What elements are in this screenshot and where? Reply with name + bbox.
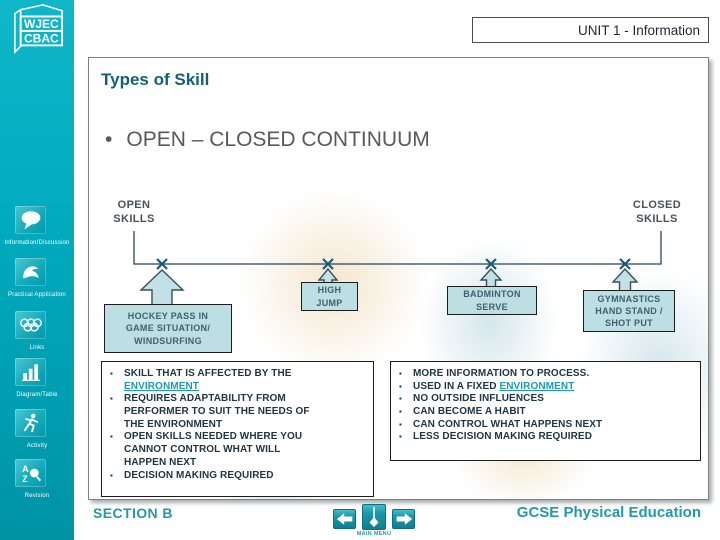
environment-link[interactable]: ENVIRONMENT — [499, 380, 575, 392]
runner-icon — [23, 413, 38, 433]
bullet-text: DECISION MAKING REQUIRED — [124, 469, 274, 481]
svg-text:Z: Z — [22, 474, 28, 484]
environment-link[interactable]: ENVIRONMENT — [124, 380, 199, 392]
bullet-item: ▪ REQUIRES ADAPTABILITY FROM PERFORMER TO… — [110, 393, 367, 431]
open-skills-text-box: ▪ SKILL THAT IS AFFECTED BY THE ENVIRONME… — [101, 361, 374, 497]
bullet-item: ▪ SKILL THAT IS AFFECTED BY THE ENVIRONME… — [110, 368, 367, 393]
sidebar-label-diagram-table: Diagram/Table — [16, 392, 58, 398]
slide-panel: Types of Skill •OPEN – CLOSED CONTINUUM … — [88, 57, 709, 500]
wjec-logo: WJEC CBAC — [14, 4, 64, 54]
bullet-text: MORE INFORMATION TO PROCESS. — [413, 368, 590, 379]
heading-bullet-marker: • — [105, 128, 113, 151]
bullet-item: ▪ CAN CONTROL WHAT HAPPENS NEXT — [399, 419, 694, 432]
sidebar-item-diagram-table[interactable] — [15, 358, 46, 386]
closed-skills-text-box: ▪ MORE INFORMATION TO PROCESS. ▪ USED IN A … — [390, 361, 701, 461]
bullet-marker: ▪ — [399, 394, 402, 404]
continuum-x-marks — [156, 258, 631, 270]
bullet-marker: ▪ — [399, 381, 402, 391]
bullet-marker: ▪ — [399, 419, 402, 429]
arrow-right-icon — [396, 513, 412, 525]
sidebar-label-activity: Activity — [26, 443, 48, 449]
olympic-rings-icon — [19, 318, 42, 332]
svg-text:A: A — [22, 464, 29, 474]
example-box-high-jump: HIGH JUMP — [301, 282, 358, 311]
closed-skills-label: CLOSED SKILLS — [632, 199, 682, 225]
prev-slide-button[interactable] — [333, 509, 356, 529]
sidebar-item-activity[interactable] — [15, 409, 46, 437]
bullet-text: REQUIRES ADAPTABILITY FROM PERFORMER TO … — [124, 393, 310, 430]
bullet-item: ▪ MORE INFORMATION TO PROCESS. — [399, 368, 694, 381]
example-box-hockey: HOCKEY PASS IN GAME SITUATION/ WINDSURFI… — [104, 304, 232, 353]
example-box-gymnastics: GYMNASTICS HAND STAND / SHOT PUT — [583, 290, 675, 332]
bullet-marker: ▪ — [399, 432, 402, 442]
bullet-text: USED IN A FIXED ENVIRONMENT — [413, 380, 575, 392]
open-skills-label: OPEN SKILLS — [113, 199, 155, 225]
bar-chart-icon — [21, 364, 40, 382]
course-title: GCSE Physical Education — [516, 504, 701, 521]
section-label: SECTION B — [93, 505, 173, 521]
bullet-marker: ▪ — [110, 470, 113, 480]
sidebar-item-information-discussion[interactable] — [15, 206, 46, 234]
example-box-badminton: BADMINTON SERVE — [447, 286, 537, 315]
arrow-left-icon — [336, 513, 352, 525]
sidebar-label-practical-application: Practical Application — [8, 292, 66, 298]
sidebar-label-revision: Revision — [24, 493, 50, 499]
bullet-item: ▪ USED IN A FIXED ENVIRONMENT — [399, 381, 694, 394]
bullet-text: CAN BECOME A HABIT — [413, 406, 526, 418]
slide-heading: • OPEN – CLOSED CONTINUUM — [105, 128, 430, 152]
sidebar-item-practical-application[interactable] — [15, 258, 46, 286]
bullet-item: ▪ NO OUTSIDE INFLUENCES — [399, 393, 694, 406]
bullet-text: LESS DECISION MAKING REQUIRED — [413, 431, 593, 443]
sidebar-item-links[interactable] — [15, 311, 46, 339]
bullet-text: SKILL THAT IS AFFECTED BY THE ENVIRONMEN… — [124, 368, 292, 392]
flexed-arm-icon — [22, 266, 39, 279]
bullet-marker: ▪ — [110, 394, 113, 404]
bullet-marker: ▪ — [399, 407, 402, 417]
sidebar-item-revision[interactable]: A Z — [15, 459, 46, 487]
a-z-search-icon: A Z — [22, 464, 41, 484]
sidebar-label-information-discussion: Information/Discussion — [4, 240, 70, 246]
bullet-marker: ▪ — [399, 369, 402, 378]
bullet-item: ▪ DECISION MAKING REQUIRED — [110, 470, 367, 483]
next-slide-button[interactable] — [392, 509, 415, 529]
bullet-marker: ▪ — [110, 432, 113, 442]
bullet-text: NO OUTSIDE INFLUENCES — [413, 393, 544, 405]
main-menu-label: MAIN MENU — [356, 531, 392, 537]
main-menu-button[interactable] — [362, 504, 386, 530]
logo-text-wjec: WJEC — [24, 17, 59, 31]
sidebar-label-links: Links — [29, 345, 45, 351]
bullet-item: ▪ CAN BECOME A HABIT — [399, 406, 694, 419]
bullet-text: CAN CONTROL WHAT HAPPENS NEXT — [413, 418, 603, 430]
bullet-marker: ▪ — [110, 369, 113, 378]
logo-text-cbac: CBAC — [24, 31, 59, 45]
unit-header: UNIT 1 - Information — [472, 17, 709, 43]
bullet-item: ▪ LESS DECISION MAKING REQUIRED — [399, 431, 694, 444]
page-title: Types of Skill — [101, 70, 210, 89]
up-arrows — [139, 267, 639, 306]
heading-text: OPEN – CLOSED CONTINUUM — [126, 128, 430, 151]
whistle-icon — [369, 507, 379, 527]
speech-bubble-icon — [21, 211, 40, 230]
bullet-item: ▪ OPEN SKILLS NEEDED WHERE YOU CANNOT CON… — [110, 431, 367, 469]
bullet-text: OPEN SKILLS NEEDED WHERE YOU CANNOT CONT… — [124, 431, 303, 468]
